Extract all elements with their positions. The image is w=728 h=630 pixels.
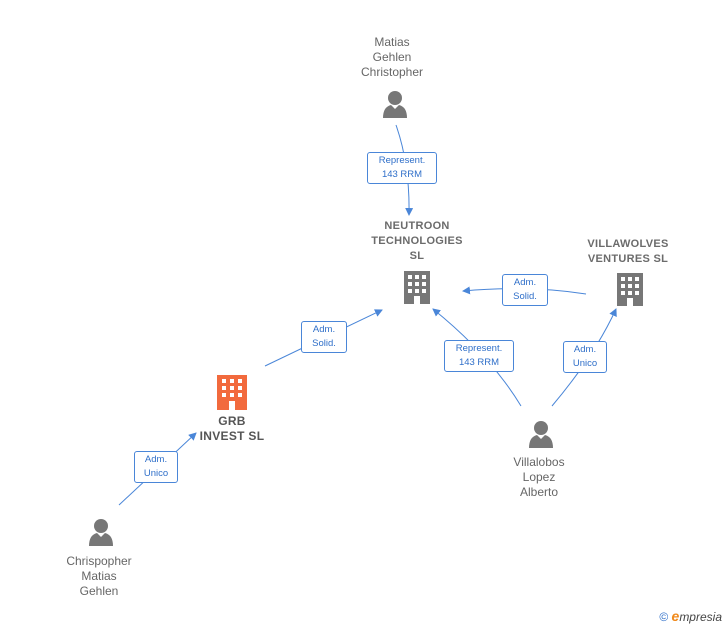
edge-label-matias-neutroon: Represent. 143 RRM [367, 152, 437, 184]
brand-name: mpresia [679, 610, 722, 624]
person-name-villalobos[interactable]: Villalobos Lopez Alberto [513, 455, 565, 499]
edge-label-villalobos-neutroon: Represent. 143 RRM [444, 340, 514, 372]
edge-label-chrispopher-grb: Adm. Unico [134, 451, 178, 483]
person-icon[interactable] [89, 519, 113, 546]
company-name-villawolves[interactable]: VILLAWOLVES VENTURES SL [587, 238, 669, 265]
edge-label-villawolves-neutroon: Adm. Solid. [502, 274, 548, 306]
building-icon[interactable] [404, 271, 430, 304]
person-icon[interactable] [383, 91, 407, 118]
person-name-chrispopher[interactable]: Chrispopher Matias Gehlen [66, 554, 132, 598]
main-company-building-icon[interactable] [217, 375, 247, 410]
edge-label-grb-neutroon: Adm. Solid. [301, 321, 347, 353]
empresia-logo[interactable]: © empresia [659, 608, 722, 624]
brand-initial: e [671, 608, 680, 624]
person-name-matias-top[interactable]: Matias Gehlen Christopher [360, 35, 424, 79]
person-icon[interactable] [529, 421, 553, 448]
building-icon[interactable] [617, 273, 643, 306]
edge-label-villalobos-villawolves: Adm. Unico [563, 341, 607, 373]
copyright-icon: © [659, 610, 669, 624]
company-name-grb[interactable]: GRB INVEST SL [199, 414, 265, 443]
company-name-neutroon[interactable]: NEUTROON TECHNOLOGIES SL [371, 220, 463, 262]
